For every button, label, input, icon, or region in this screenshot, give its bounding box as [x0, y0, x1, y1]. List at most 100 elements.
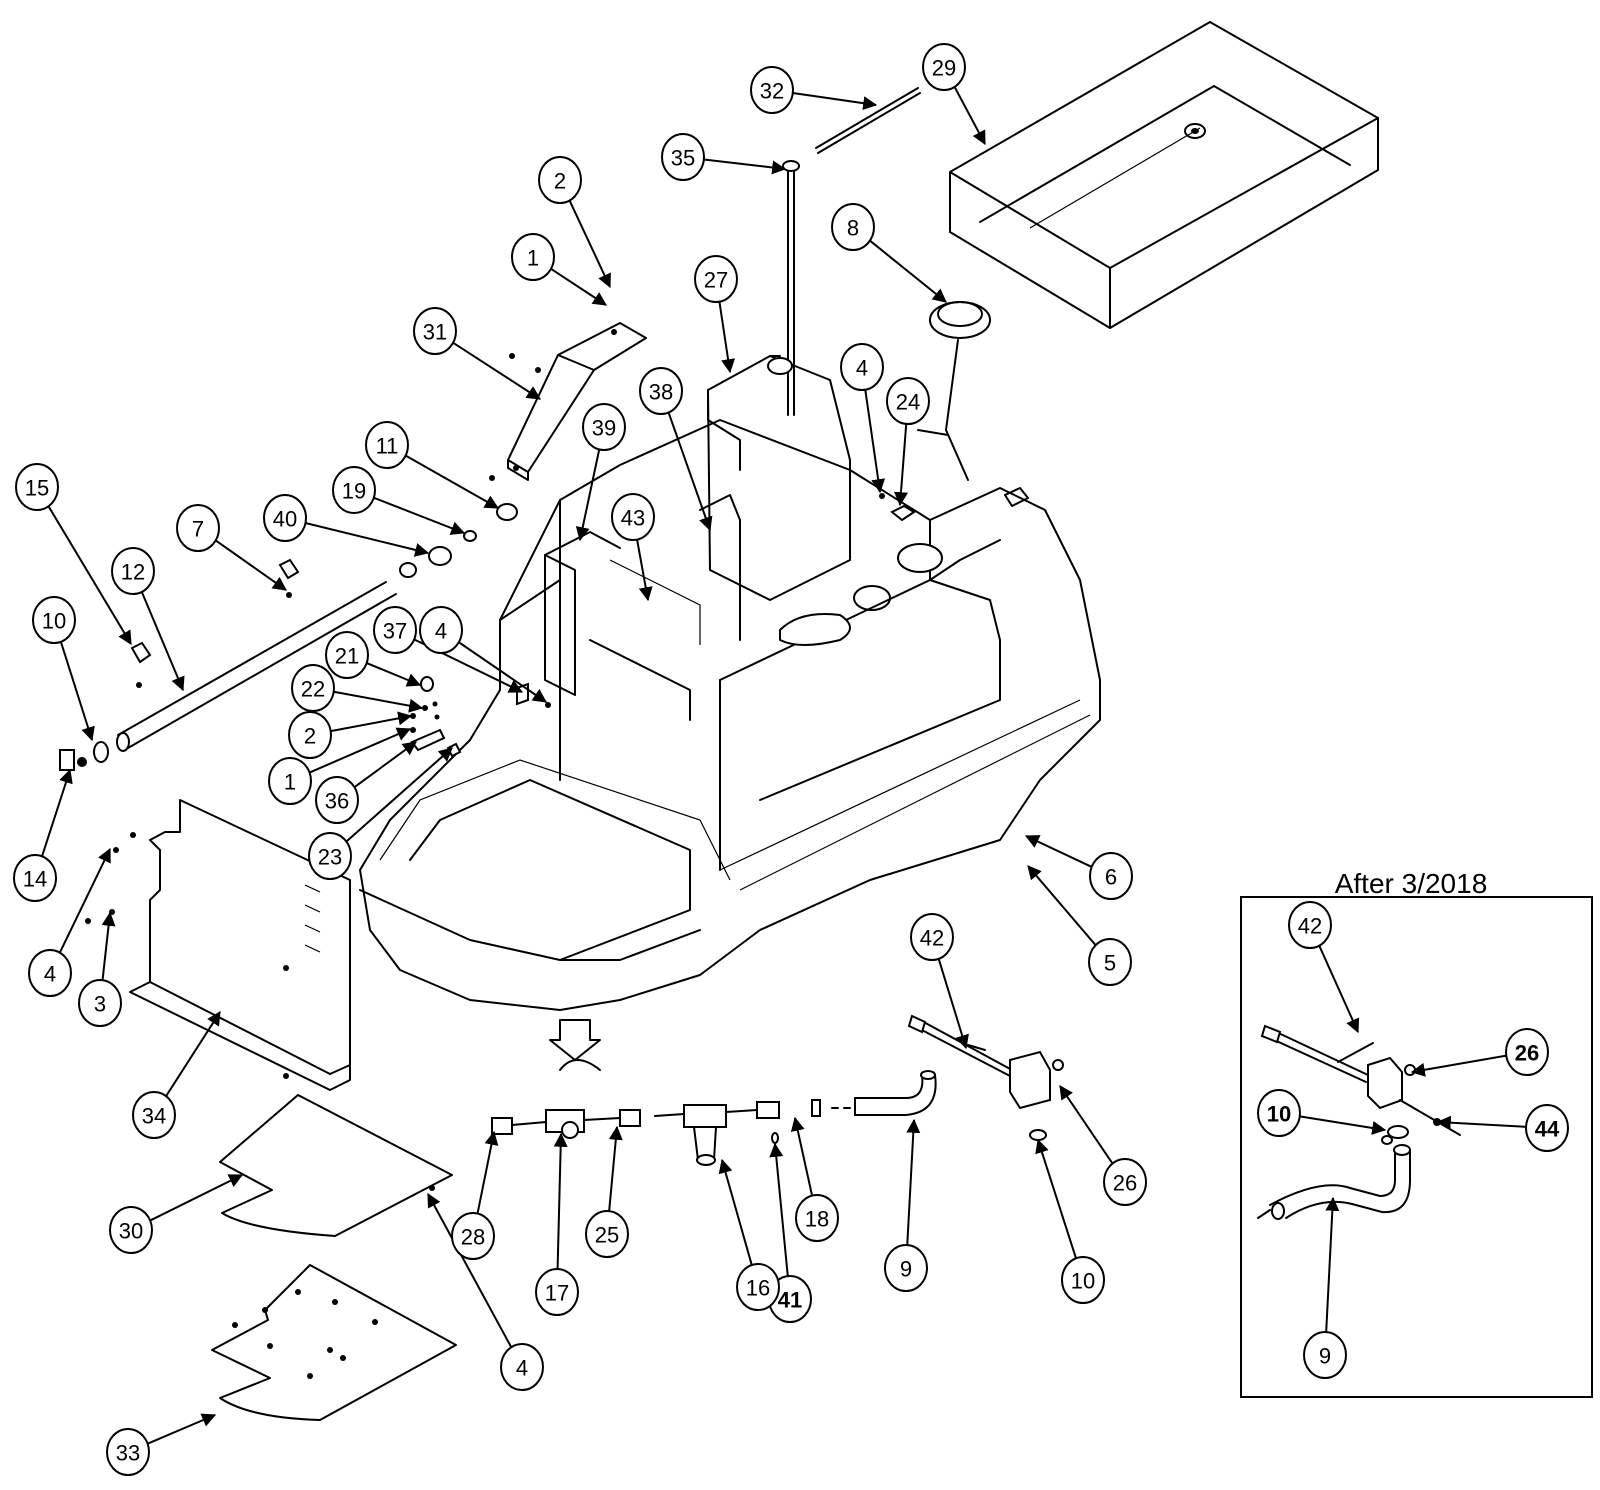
callout-number: 16	[746, 1276, 770, 1301]
callout-float-switch: 38	[639, 367, 713, 532]
callout-number: 26	[1113, 1171, 1137, 1196]
callout-screw: 7	[176, 504, 287, 591]
callout-number: 2	[304, 724, 316, 749]
callout-number: 6	[1105, 865, 1117, 890]
callout-number: 17	[545, 1281, 569, 1306]
callout-number: 34	[142, 1104, 166, 1129]
leader-arrow	[703, 158, 787, 175]
callout-cable-tie: 44	[1436, 1104, 1569, 1152]
callout-number: 32	[760, 79, 784, 104]
leader-arrow	[59, 639, 95, 742]
callout-number: 1	[284, 770, 296, 795]
callout-number: 1	[527, 246, 539, 271]
callout-number: 18	[805, 1207, 829, 1232]
callout-circle	[263, 494, 307, 542]
leader-arrow	[553, 1132, 568, 1272]
leader-arrow	[333, 690, 424, 713]
leader-arrow	[1035, 1138, 1078, 1261]
plumbing-line-part	[491, 1070, 937, 1166]
callout-gasket-sheet: 30	[109, 1174, 244, 1254]
callout-circle	[795, 1194, 839, 1242]
leader-arrow	[40, 768, 73, 859]
callout-circle	[1088, 938, 1132, 986]
leader-arrow	[140, 589, 185, 692]
callout-circle	[1288, 901, 1332, 949]
callout-solenoid-valve: 26	[1410, 1028, 1549, 1077]
callout-number: 14	[23, 867, 47, 892]
cover-panel-part	[85, 799, 351, 1091]
callout-number: 19	[342, 479, 366, 504]
callout-ring: 21	[325, 631, 422, 687]
leader-arrow	[308, 727, 412, 774]
leader-arrow	[718, 1158, 754, 1268]
callout-cable-tie: 42	[1288, 901, 1360, 1034]
leader-arrow	[427, 1192, 513, 1350]
float-rod-part	[782, 160, 800, 416]
callout-number: 4	[44, 962, 56, 987]
callout-number: 29	[932, 56, 956, 81]
leader-arrow	[58, 847, 111, 955]
callout-screw: 5	[1027, 865, 1132, 986]
callout-number: 28	[461, 1225, 485, 1250]
callout-circle	[736, 1263, 780, 1311]
callout-bracket: 37	[373, 606, 524, 693]
callout-bracket: 36	[315, 741, 417, 824]
inset-title: After 3/2018	[1335, 868, 1488, 899]
leader-arrow	[146, 1413, 217, 1445]
callout-circle	[840, 343, 884, 391]
callout-valve: 17	[535, 1132, 579, 1316]
leader-arrow	[101, 911, 116, 983]
leader-arrow	[1325, 1196, 1340, 1335]
callout-number: 27	[704, 268, 728, 293]
callout-number: 36	[325, 789, 349, 814]
leader-arrow	[1317, 943, 1360, 1034]
callout-circle	[661, 133, 705, 181]
callout-circle	[1257, 1089, 1301, 1137]
callout-washer: 1	[268, 727, 412, 805]
callout-number: 10	[1071, 1269, 1095, 1294]
callout-circle	[1103, 1158, 1147, 1206]
leader-arrow	[868, 239, 947, 303]
leader-arrow	[1436, 1115, 1527, 1130]
leader-arrow	[305, 522, 430, 557]
callout-number: 7	[192, 517, 204, 542]
callout-circle	[315, 776, 359, 824]
callout-circle	[332, 466, 376, 514]
callout-number: 9	[1319, 1344, 1331, 1369]
callout-number: 3	[94, 992, 106, 1017]
callout-tray: 29	[922, 43, 986, 146]
leader-arrow	[635, 537, 653, 602]
callout-circle	[291, 664, 335, 712]
leader-arrow	[214, 539, 287, 591]
callout-washer: 6	[1024, 835, 1133, 900]
fittings-upper-part	[399, 353, 541, 578]
callout-hose: 9	[884, 1118, 928, 1292]
clamps-left-part	[59, 558, 300, 771]
callout-circle	[106, 1428, 150, 1476]
callout-circle	[511, 233, 555, 281]
inset-frame: After 3/2018	[1240, 868, 1593, 1398]
callout-clip: 24	[886, 377, 930, 507]
callout-circle	[1061, 1256, 1105, 1304]
leader-arrow	[353, 741, 417, 789]
callout-gasket: 39	[575, 403, 626, 542]
leader-arrow	[607, 1125, 623, 1214]
leader-arrow	[790, 1116, 814, 1198]
callout-number: 2	[554, 169, 566, 194]
callout-number: 5	[1104, 951, 1116, 976]
callout-circle	[831, 203, 875, 251]
base-plate-part	[211, 1185, 457, 1421]
callout-screw: 2	[538, 156, 611, 289]
callout-cable-tie: 42	[910, 913, 969, 1050]
callout-circle	[585, 1210, 629, 1258]
leader-arrow	[404, 454, 500, 509]
callout-circle	[365, 421, 409, 469]
callout-circle	[32, 596, 76, 644]
callout-circle	[109, 1206, 153, 1254]
callout-number: 24	[896, 390, 920, 415]
callout-nut: 3	[78, 911, 122, 1027]
fill-cap-part	[917, 301, 991, 481]
callout-number: 38	[649, 380, 673, 405]
